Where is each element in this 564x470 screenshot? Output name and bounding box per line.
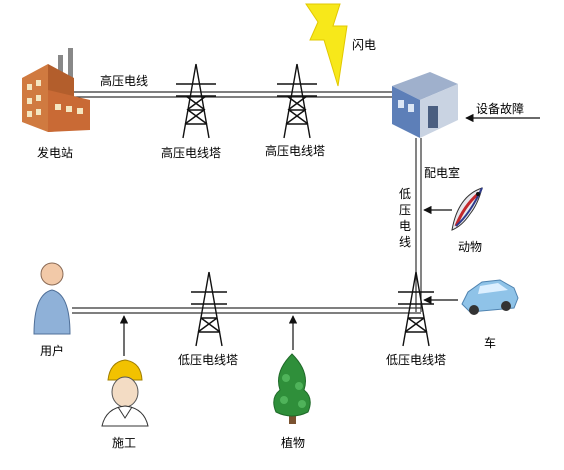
lightning-label: 闪电 — [352, 38, 377, 52]
equipment-fault-label: 设备故障 — [476, 102, 525, 116]
high-voltage-line — [72, 91, 392, 98]
low-voltage-tower-icon — [398, 271, 434, 347]
construction-worker-icon — [101, 359, 149, 427]
power-plant-label: 发电站 — [37, 146, 74, 160]
hv-tower-label-1: 高压电线塔 — [161, 146, 222, 160]
user-label: 用户 — [40, 344, 65, 358]
lightning-icon — [305, 3, 348, 87]
animal-label: 动物 — [458, 240, 483, 254]
low-voltage-line-label: 低压电线 — [398, 187, 411, 249]
lv-tower-label-right: 低压电线塔 — [386, 353, 447, 367]
high-voltage-line-label: 高压电线 — [100, 74, 149, 88]
low-voltage-line-vertical — [415, 138, 422, 312]
user-icon — [33, 262, 71, 335]
plant-icon — [273, 353, 311, 424]
high-voltage-tower-icon — [176, 63, 216, 139]
animal-icon — [451, 187, 483, 231]
car-label: 车 — [484, 336, 497, 350]
substation-icon — [392, 72, 458, 138]
car-icon — [461, 279, 519, 315]
low-voltage-tower-icon — [191, 271, 227, 347]
lv-tower-label-left: 低压电线塔 — [178, 353, 239, 367]
low-voltage-line-horizontal — [72, 307, 421, 314]
substation-label: 配电室 — [424, 166, 461, 180]
construction-label: 施工 — [112, 436, 137, 450]
power-plant-icon — [22, 48, 90, 132]
high-voltage-tower-icon — [277, 63, 317, 139]
hv-tower-label-2: 高压电线塔 — [265, 144, 326, 158]
plant-label: 植物 — [281, 436, 306, 450]
